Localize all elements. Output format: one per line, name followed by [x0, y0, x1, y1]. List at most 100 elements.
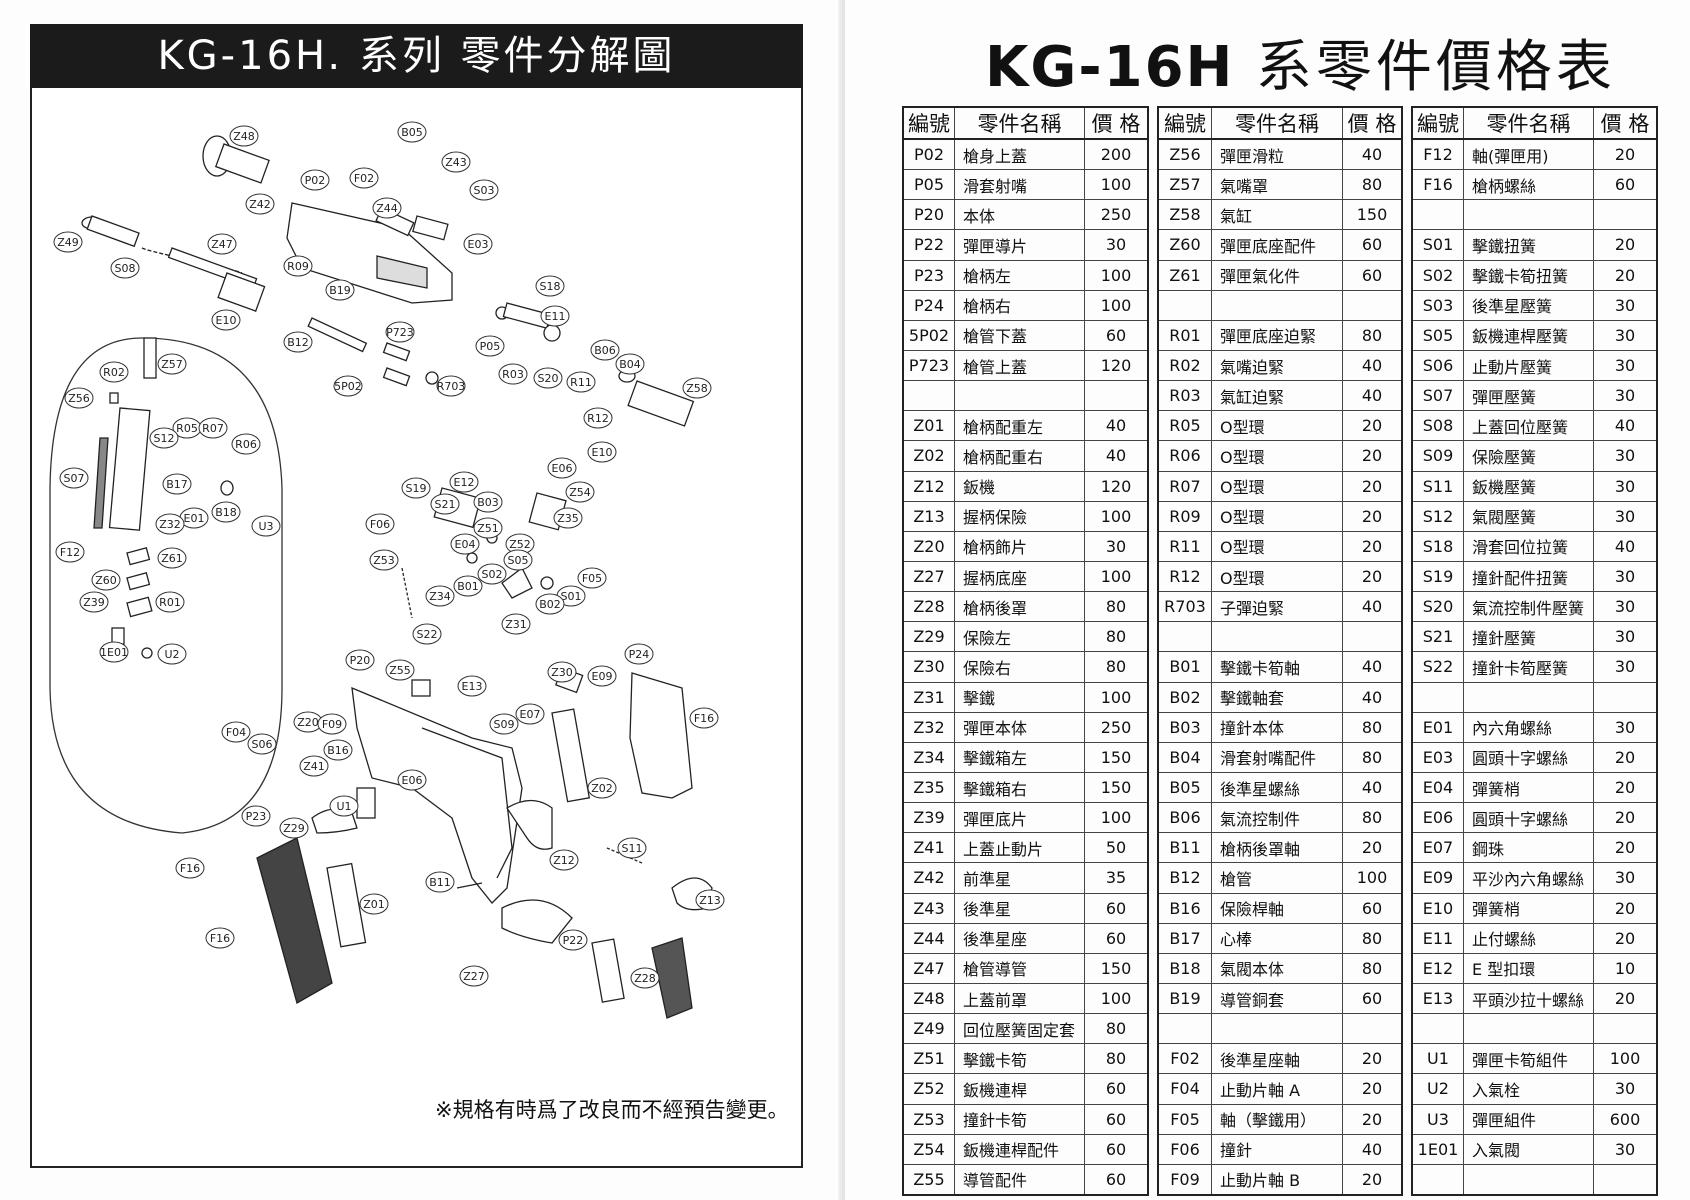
part-label-text: U2 — [164, 648, 179, 661]
part-name: 撞針卡筍壓簧 — [1463, 651, 1594, 683]
part-name: 彈匣組件 — [1463, 1104, 1594, 1135]
part-price: 60 — [1084, 1134, 1148, 1165]
part-price: 40 — [1593, 531, 1657, 562]
part-name: 上蓋前罩 — [954, 983, 1085, 1015]
part-name: 彈匣壓簧 — [1463, 380, 1594, 412]
part-code: P23 — [903, 260, 955, 291]
part-label-text: B06 — [594, 344, 616, 357]
part-name: 彈匣本体 — [954, 712, 1085, 743]
part-label-b17: B17 — [162, 473, 192, 495]
part-label-text: E06 — [402, 774, 423, 787]
part-name: 彈匣底座配件 — [1211, 229, 1343, 261]
part-name: 止動片壓簧 — [1463, 350, 1594, 382]
part-code: B16 — [1158, 893, 1212, 924]
part-label-text: Z39 — [83, 596, 105, 609]
part-label-f05: F05 — [577, 567, 607, 589]
header-code: 編號 — [903, 107, 955, 140]
part-label-text: B01 — [457, 580, 479, 593]
part-label-s12: S12 — [149, 427, 179, 449]
part-name: 止付螺絲 — [1463, 923, 1594, 954]
part-label-text: S21 — [435, 498, 456, 511]
part-price: 20 — [1342, 440, 1402, 472]
exploded-parts-diagram: Z48B05Z43P02F02S03Z42Z44E03Z49Z47S08R09B… — [49, 121, 725, 1019]
part-name: 擊鐵箱左 — [954, 742, 1085, 773]
part-label-text: Z49 — [57, 236, 79, 249]
part-code: Z47 — [903, 953, 955, 984]
part-name: O型環 — [1211, 561, 1343, 593]
part-code: Z34 — [903, 742, 955, 773]
part-label-text: Z56 — [68, 392, 90, 405]
part-label-z12: Z12 — [549, 849, 579, 871]
part-label-text: Z52 — [509, 538, 531, 551]
part-code: S11 — [1412, 471, 1464, 502]
part-name: 氣流控制件壓簧 — [1463, 591, 1594, 623]
part-label-text: S02 — [482, 568, 503, 581]
part-price — [1084, 380, 1148, 412]
part-label-e09: E09 — [587, 665, 617, 687]
part-code: S03 — [1412, 290, 1464, 321]
part-code: B06 — [1158, 802, 1212, 834]
part-name: 本体 — [954, 199, 1085, 231]
part-price: 10 — [1593, 953, 1657, 984]
part-code: Z20 — [903, 531, 955, 562]
part-label-s02: S02 — [477, 563, 507, 585]
part-label-z55: Z55 — [385, 659, 415, 681]
part-label-text: 5P02 — [334, 380, 362, 393]
part-name: 撞針本体 — [1211, 712, 1343, 743]
part-price: 150 — [1084, 953, 1148, 984]
part-price: 120 — [1084, 350, 1148, 382]
part-name: 後準星壓簧 — [1463, 290, 1594, 321]
part-code: Z41 — [903, 832, 955, 864]
part-label-text: Z48 — [233, 130, 255, 143]
part-label-text: S07 — [64, 472, 85, 485]
part-code: R01 — [1158, 320, 1212, 351]
part-label-s22: S22 — [412, 623, 442, 645]
part-price: 250 — [1084, 712, 1148, 743]
part-code: E03 — [1412, 742, 1464, 773]
part-code: R12 — [1158, 561, 1212, 593]
part-label-f04: F04 — [221, 721, 251, 743]
part-code: R02 — [1158, 350, 1212, 382]
part-label-text: S22 — [417, 628, 438, 641]
part-label-z35: Z35 — [553, 507, 583, 529]
part-name: 前準星 — [954, 862, 1085, 894]
part-price: 20 — [1593, 983, 1657, 1015]
part-price: 20 — [1342, 531, 1402, 562]
part-name: 握柄底座 — [954, 561, 1085, 593]
part-label-r09: R09 — [283, 255, 313, 277]
part-name: 撞針卡筍 — [954, 1104, 1085, 1135]
part-code: F04 — [1158, 1073, 1212, 1105]
part-code — [1158, 1013, 1212, 1045]
part-label-s05: S05 — [503, 549, 533, 571]
part-label-s11: S11 — [617, 837, 647, 859]
part-price: 80 — [1084, 591, 1148, 623]
part-label-text: F16 — [694, 712, 714, 725]
part-label-z39: Z39 — [79, 591, 109, 613]
part-label-z27: Z27 — [459, 965, 489, 987]
part-code: Z30 — [903, 651, 955, 683]
part-code: S05 — [1412, 320, 1464, 351]
part-code: Z42 — [903, 862, 955, 894]
part-label-1e01: 1E01 — [99, 641, 129, 663]
part-label-s20: S20 — [533, 367, 563, 389]
part-price: 30 — [1593, 621, 1657, 653]
part-price: 40 — [1342, 350, 1402, 382]
part-label-text: F06 — [370, 518, 390, 531]
